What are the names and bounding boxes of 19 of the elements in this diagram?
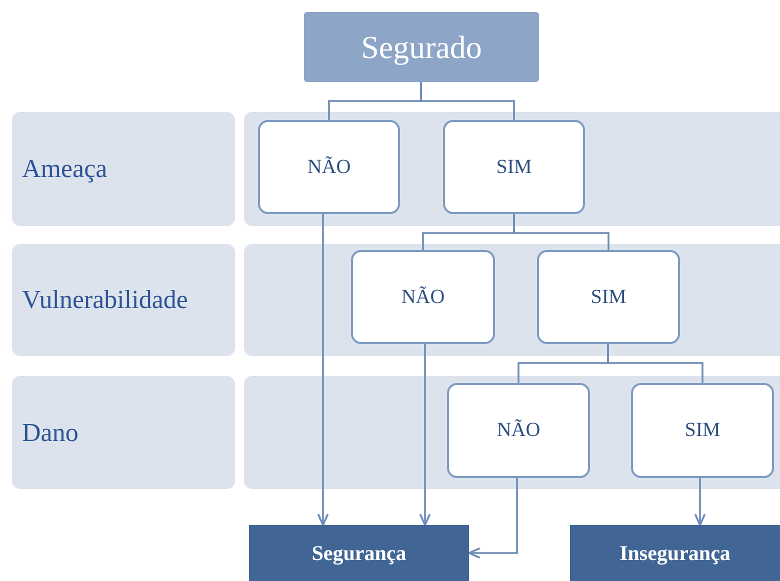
connector-line xyxy=(420,82,515,120)
row-label: Dano xyxy=(22,418,78,448)
arrow xyxy=(468,478,518,559)
decision-box: SIM xyxy=(631,383,774,478)
decision-box: SIM xyxy=(537,250,680,344)
decision-box: NÃO xyxy=(351,250,495,344)
decision-box: NÃO xyxy=(447,383,590,478)
row-label: Ameaça xyxy=(22,154,108,184)
arrow xyxy=(419,343,431,526)
connector-line xyxy=(513,214,610,250)
connector-line xyxy=(607,344,704,383)
outcome-box: Segurança xyxy=(249,525,469,581)
row-label: Vulnerabilidade xyxy=(22,285,188,315)
arrow xyxy=(317,213,329,526)
outcome-box: Insegurança xyxy=(570,525,780,581)
arrow xyxy=(694,477,706,526)
decision-box: NÃO xyxy=(258,120,400,214)
root-box: Segurado xyxy=(304,12,539,82)
decision-box: SIM xyxy=(443,120,585,214)
